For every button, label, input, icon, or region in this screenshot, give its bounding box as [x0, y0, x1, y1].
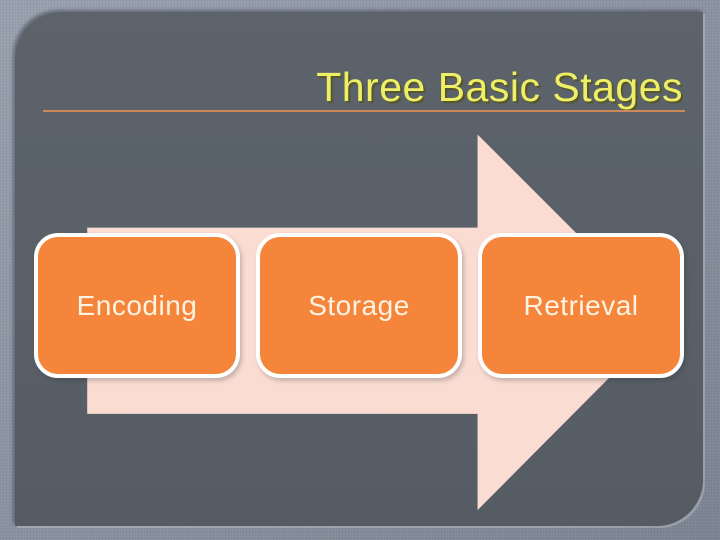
stage-label-storage: Storage [308, 289, 410, 321]
stage-label-retrieval: Retrieval [523, 289, 639, 321]
slide-title: Three Basic Stages [316, 64, 683, 110]
stage-label-encoding: Encoding [76, 289, 198, 321]
stage-box-retrieval: Retrieval [478, 233, 684, 378]
title-underline [43, 110, 685, 112]
stage-box-storage: Storage [256, 233, 462, 378]
stage-box-encoding: Encoding [34, 233, 240, 378]
slide-panel: Three Basic Stages Encoding Storage Retr… [15, 12, 703, 526]
